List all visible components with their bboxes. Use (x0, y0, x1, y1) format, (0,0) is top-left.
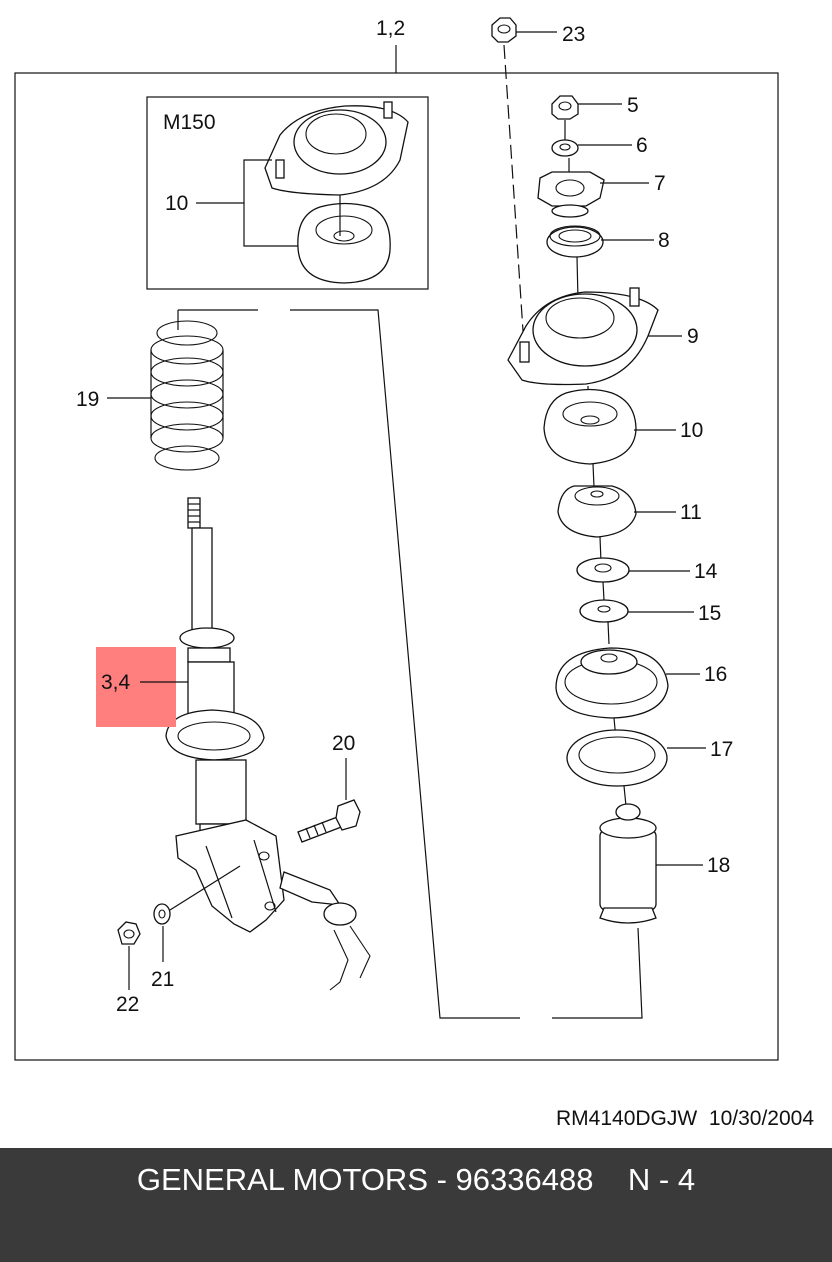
stabilizer-link (279, 871, 371, 991)
callout-11: 11 (680, 501, 702, 524)
part-8-bearing (546, 225, 604, 258)
part-15-washer (579, 599, 629, 623)
part-7-plate (537, 171, 605, 218)
variant-strut-mount (264, 101, 409, 196)
bottom-bar: GENERAL MOTORS - 96336488 N - 4 (0, 1148, 832, 1262)
callout-14: 14 (694, 560, 718, 583)
part-9-strut-mount (507, 287, 659, 386)
callout-10: 10 (680, 419, 703, 442)
assembly-frame (14, 72, 779, 1061)
part-21-washer (153, 903, 171, 925)
callout-3-4: 3,4 (101, 671, 131, 694)
drawing-date: 10/30/2004 (708, 1107, 814, 1130)
bottom-bar-text: GENERAL MOTORS - 96336488 N - 4 (136, 1162, 696, 1197)
part-20-bolt (297, 799, 361, 843)
callout-23: 23 (562, 23, 585, 46)
callout-7: 7 (654, 172, 666, 195)
callout-10-variant: 10 (165, 192, 188, 215)
callout-15: 15 (698, 602, 721, 625)
callout-6: 6 (636, 134, 648, 157)
part-14-washer (576, 557, 630, 583)
callout-20: 20 (332, 732, 355, 755)
parts-diagram: 1,2 M150 10 23 5 6 (14, 17, 779, 1061)
variant-box-label: M150 (163, 111, 216, 134)
callout-16: 16 (704, 663, 727, 686)
callout-21: 21 (151, 968, 174, 991)
callout-19: 19 (76, 388, 99, 411)
part-5-nut (551, 95, 579, 120)
callout-5: 5 (627, 94, 639, 117)
variant-bump-stop (297, 202, 391, 284)
part-3-4-strut (165, 497, 285, 933)
drawing-code: RM4140DGJW (556, 1107, 698, 1130)
variant-box (146, 96, 429, 290)
highlight-3-4 (96, 647, 176, 727)
part-10-bump-stop (543, 388, 637, 465)
part-23-nut (491, 17, 517, 43)
callout-17: 17 (710, 738, 733, 761)
part-16-spring-seat (555, 647, 669, 719)
part-17-isolator (566, 729, 668, 787)
callout-8: 8 (658, 229, 670, 252)
part-19-coil-spring (150, 320, 224, 471)
part-18-dust-boot (599, 803, 657, 924)
callout-9: 9 (687, 325, 699, 348)
part-11-bushing (557, 485, 637, 538)
drawing-reference: RM4140DGJW 10/30/2004 (556, 1107, 814, 1131)
callout-18: 18 (707, 854, 730, 877)
part-22-nut (117, 921, 141, 945)
part-6-washer (551, 139, 579, 157)
assembly-callout-label: 1,2 (376, 17, 405, 40)
callout-22: 22 (116, 993, 139, 1016)
